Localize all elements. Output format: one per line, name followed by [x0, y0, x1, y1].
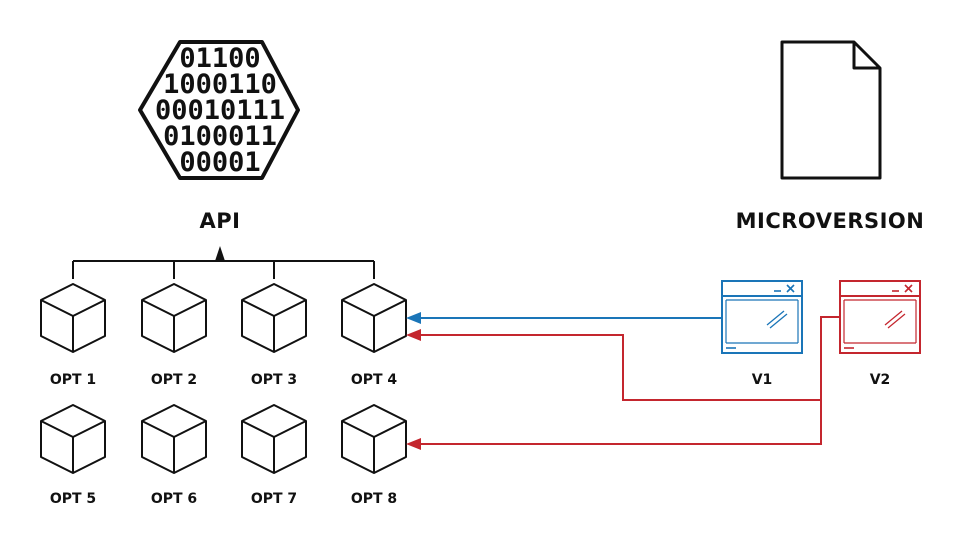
option-label: OPT 4 — [351, 372, 398, 388]
binary-row-1: 01100 — [179, 43, 260, 74]
option-label: OPT 5 — [50, 491, 96, 507]
option-label: OPT 7 — [251, 491, 297, 507]
version-v2: V2 — [839, 280, 921, 388]
cube-icon — [141, 283, 207, 353]
version-v1: V1 — [721, 280, 803, 388]
option-label: OPT 1 — [50, 372, 96, 388]
cube-icon — [40, 283, 106, 353]
version-label: V2 — [870, 372, 891, 388]
option-opt-1: OPT 1 — [40, 283, 106, 388]
cube-icon — [241, 283, 307, 353]
cube-icon — [241, 404, 307, 474]
binary-row-4: 0100011 — [163, 121, 277, 152]
api-binary-hexagon-icon: 01100 1000110 00010111 0100011 00001 — [138, 40, 300, 180]
microversion-document-icon — [780, 40, 882, 180]
option-opt-5: OPT 5 — [40, 404, 106, 507]
v1-to-opt4-connector — [406, 312, 722, 324]
v2-to-opt4-arrow — [406, 329, 421, 341]
api-label: API — [200, 209, 241, 233]
option-label: OPT 2 — [151, 372, 197, 388]
cube-icon — [341, 283, 407, 353]
v2-connectors — [406, 316, 840, 450]
cube-icon — [141, 404, 207, 474]
option-label: OPT 3 — [251, 372, 297, 388]
option-opt-8: OPT 8 — [341, 404, 407, 507]
option-opt-4: OPT 4 — [341, 283, 407, 388]
option-label: OPT 8 — [351, 491, 397, 507]
v2-to-opt8-arrow — [406, 438, 421, 450]
microversion-label: MICROVERSION — [736, 209, 925, 233]
option-opt-7: OPT 7 — [241, 404, 307, 507]
api-options-connector — [72, 260, 375, 279]
cube-icon — [40, 404, 106, 474]
option-opt-6: OPT 6 — [141, 404, 207, 507]
option-opt-3: OPT 3 — [241, 283, 307, 388]
binary-row-2: 1000110 — [163, 69, 277, 100]
option-opt-2: OPT 2 — [141, 283, 207, 388]
cube-icon — [341, 404, 407, 474]
binary-row-5: 00001 — [179, 147, 260, 178]
api-connector-arrow — [215, 246, 225, 261]
binary-row-3: 00010111 — [155, 95, 285, 126]
v1-window-icon — [721, 280, 803, 354]
version-label: V1 — [752, 372, 773, 388]
option-label: OPT 6 — [151, 491, 197, 507]
v2-window-icon — [839, 280, 921, 354]
